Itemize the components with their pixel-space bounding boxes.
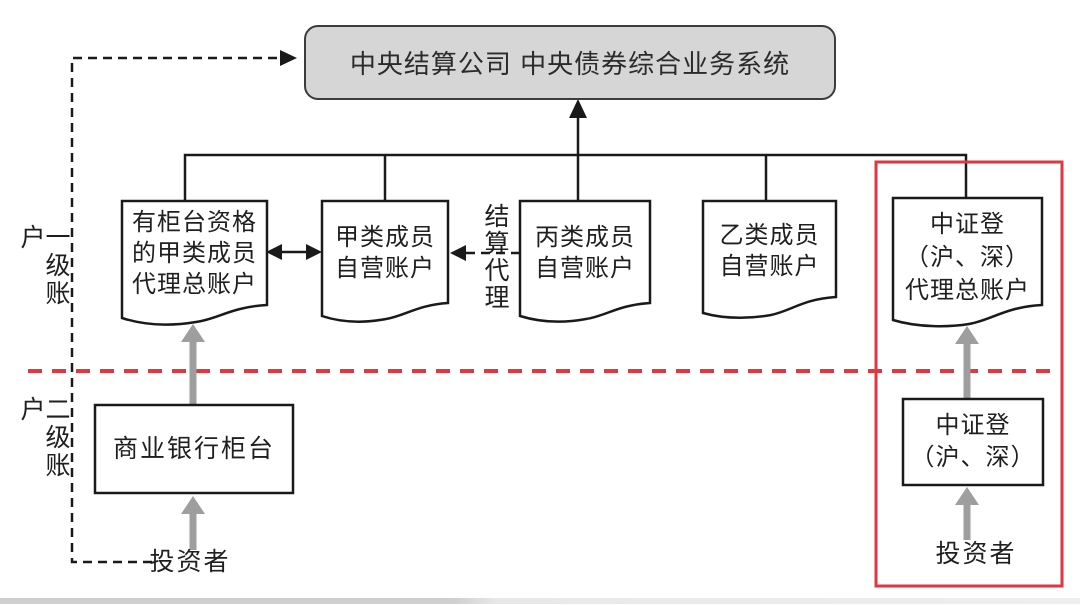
tier2-label: 二级账户: [17, 396, 70, 480]
settlement-agent-dashed-arrow: [450, 245, 520, 261]
investor-label-left: 投资者: [149, 548, 231, 576]
investor-to-system-dashed-route: [70, 50, 297, 564]
doc-label-line: 的甲类成员: [132, 240, 257, 267]
right-arrowhead-icon: [306, 244, 322, 260]
tier1-label: 一级账户: [17, 224, 70, 308]
doc-shape-class-b-proprietary: [701, 199, 838, 319]
central-system-label: 中央结算公司 中央债券综合业务系统: [349, 49, 791, 79]
doc-label-line: 自营账户: [535, 255, 635, 282]
bidirectional-arrow: [266, 244, 322, 260]
central-system-box: 中央结算公司 中央债券综合业务系统: [304, 25, 836, 100]
investor-to-csdc-arrow: [955, 487, 979, 540]
top-connector-lines: [183, 153, 968, 201]
investor-to-bank-counter-arrow: [181, 496, 205, 550]
investor-label-right: 投资者: [935, 540, 1017, 568]
csdc-box-line: （沪、深）: [910, 444, 1036, 471]
csdc-box-label: 中证登 （沪、深）: [903, 399, 1043, 485]
doc-label-line: 自营账户: [335, 255, 435, 282]
settlement-agent-label: 结算代理: [481, 203, 509, 311]
dashed-route-arrowhead-icon: [280, 50, 297, 66]
bank-counter-to-account-arrow: [181, 324, 205, 405]
doc-shape-class-a-proprietary: [320, 199, 450, 323]
csdc-box-line: 中证登: [935, 412, 1011, 439]
doc-label-line: 丙类成员: [535, 224, 635, 251]
doc-shape-class-c-proprietary: [518, 199, 652, 323]
bank-counter-label: 商业银行柜台: [112, 435, 275, 463]
doc-label-otc-qualified-class-a: 有柜台资格 的甲类成员 代理总账户: [122, 207, 267, 300]
csdc-to-account-arrow: [955, 326, 979, 399]
box-csdc-sh-sz: [901, 397, 1045, 487]
highlight-red-rect: [874, 160, 1064, 588]
doc-label-line: 乙类成员: [719, 222, 820, 249]
page-bottom-edge: [0, 598, 1080, 604]
doc-label-line: 代理总账户: [905, 277, 1030, 304]
doc-label-csdc-agent-master: 中证登 （沪、深） 代理总账户: [893, 208, 1042, 307]
doc-label-line: 有柜台资格: [132, 209, 257, 236]
dashed-left-arrowhead-icon: [450, 245, 466, 261]
up-arrowhead-icon: [569, 99, 587, 118]
doc-label-line: 甲类成员: [335, 224, 435, 251]
doc-label-line: 代理总账户: [132, 271, 257, 298]
doc-label-line: 中证登: [930, 211, 1005, 238]
left-arrowhead-icon: [266, 244, 282, 260]
doc-shape-otc-qualified-class-a: [120, 199, 269, 326]
doc-shape-csdc-agent-master: [891, 196, 1044, 328]
doc-label-line: 自营账户: [719, 253, 820, 280]
doc-label-class-a-proprietary: 甲类成员 自营账户: [322, 222, 448, 284]
system-up-arrow: [569, 99, 587, 155]
box-commercial-bank-counter: [93, 403, 295, 495]
doc-label-class-b-proprietary: 乙类成员 自营账户: [703, 220, 836, 282]
doc-label-class-c-proprietary: 丙类成员 自营账户: [520, 222, 650, 284]
doc-label-line: （沪、深）: [905, 244, 1030, 271]
